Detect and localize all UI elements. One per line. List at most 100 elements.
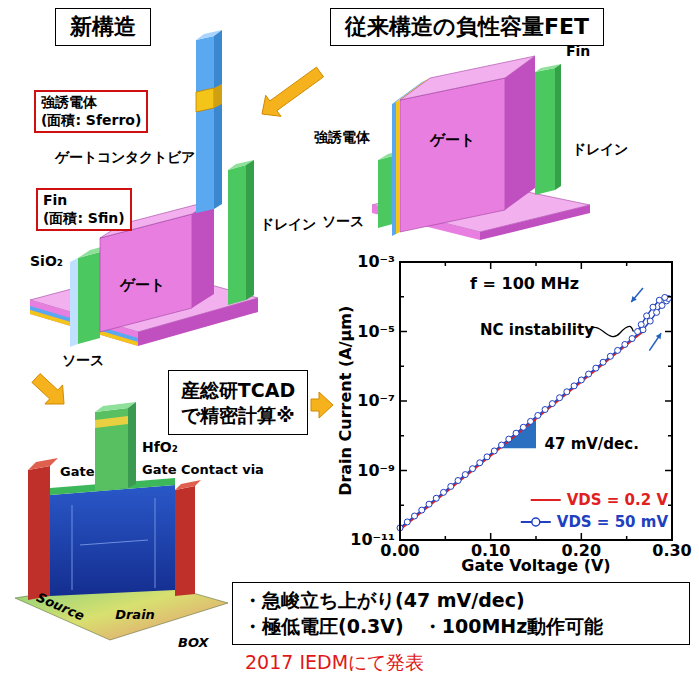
legend-text: VDS = 50 mV [557, 514, 668, 531]
new-structure [214, 84, 222, 108]
data-marker [635, 329, 641, 335]
data-marker [455, 478, 461, 484]
tcad-render [175, 486, 195, 596]
data-marker [477, 460, 483, 466]
plot-frame [400, 262, 672, 540]
tick-marks [490, 262, 492, 269]
axis-title: Drain Current (A/µm) [337, 306, 355, 496]
data-markers [397, 294, 671, 530]
tick-marks [400, 400, 407, 402]
tcad-render [28, 466, 50, 600]
box-text: Fin [43, 192, 125, 210]
slope-label: 47 mV/dec. [545, 436, 639, 453]
data-marker [549, 401, 555, 407]
conventional-structure [400, 78, 505, 232]
tick-marks [668, 505, 672, 507]
legend-sample [531, 499, 561, 501]
tick-marks [535, 536, 537, 540]
tick-marks [400, 262, 672, 540]
part-label: ドレイン [572, 142, 628, 157]
process-box: 産総研TCADで精密計算※ [168, 370, 308, 435]
flow-arrow [32, 67, 333, 418]
data-marker [622, 341, 628, 347]
tcad-render [95, 408, 128, 491]
data-marker [470, 466, 476, 472]
data-marker [564, 389, 570, 395]
tick-marks [671, 262, 673, 269]
part-label: Fin [566, 44, 590, 59]
conventional-structure [535, 68, 555, 195]
part-label: BOX [178, 636, 209, 650]
flow-arrow [32, 374, 64, 404]
part-label: Gate Contact via [142, 463, 264, 477]
tick-label: 0.20 [562, 542, 601, 560]
tick-marks [626, 536, 628, 540]
data-marker [491, 448, 497, 454]
data-marker [513, 430, 519, 436]
box-text: (面積: Sferro) [41, 112, 141, 130]
callout-box: 強誘電体(面積: Sferro) [34, 90, 148, 133]
tick-marks [665, 331, 672, 333]
direction-arrow [649, 333, 661, 350]
tcad-render [175, 480, 201, 490]
box-text: ・極低電圧(0.3V) ・100MHz動作可能 [243, 614, 679, 640]
tcad-render [28, 458, 58, 470]
tick-marks [668, 366, 672, 368]
new-structure [228, 165, 246, 305]
tick-marks [535, 262, 537, 266]
tcad-render [155, 498, 156, 588]
data-marker [578, 377, 584, 383]
tick-marks [400, 470, 407, 472]
part-label: Drain [115, 608, 155, 622]
data-marker [448, 483, 454, 489]
data-marker [593, 365, 599, 371]
tick-marks [400, 261, 407, 263]
tick-marks [400, 366, 404, 368]
part-label: ドレイン [260, 217, 316, 232]
box-text: 強誘電体 [41, 94, 141, 112]
tick-marks [665, 400, 672, 402]
data-marker [656, 297, 662, 303]
direction-arrow [631, 288, 643, 302]
data-marker [462, 472, 468, 478]
box-text: 産総研TCADで精密計算※ [175, 378, 301, 427]
conventional-structure [372, 56, 590, 240]
tick-label: 10⁻⁵ [357, 323, 395, 341]
new-structure [30, 30, 258, 347]
data-marker [644, 313, 650, 319]
tick-marks [668, 435, 672, 437]
tick-marks [581, 533, 583, 540]
data-marker [404, 519, 410, 525]
data-marker [607, 353, 613, 359]
data-marker [520, 424, 526, 430]
data-marker [571, 383, 577, 389]
legend-sample [532, 518, 540, 526]
box-text: ・急峻立ち上がり(47 mV/dec) [243, 588, 679, 614]
tcad-render [95, 416, 128, 428]
new-structure [70, 258, 78, 347]
data-marker [412, 513, 418, 519]
data-marker [506, 436, 512, 442]
part-label: ソース [322, 214, 364, 229]
box-text: (面積: Sfin) [43, 210, 125, 228]
data-marker [484, 454, 490, 460]
part-label: Gate [60, 465, 94, 479]
tick-marks [665, 539, 672, 541]
tick-marks [490, 533, 492, 540]
tick-marks [665, 261, 672, 263]
new-structure [192, 200, 214, 308]
new-structure [246, 160, 254, 300]
tcad-render [50, 485, 175, 596]
chart-note: NC instability [480, 322, 594, 339]
data-marker [433, 495, 439, 501]
legend-samples [521, 500, 561, 526]
tick-marks [581, 262, 583, 269]
chart-note: f = 100 MHz [470, 275, 579, 293]
tick-marks [400, 296, 404, 298]
callout-box: Fin(面積: Sfin) [36, 188, 132, 231]
data-marker [528, 418, 534, 424]
tick-label: 10⁻³ [357, 253, 395, 271]
conventional-structure [505, 56, 535, 210]
